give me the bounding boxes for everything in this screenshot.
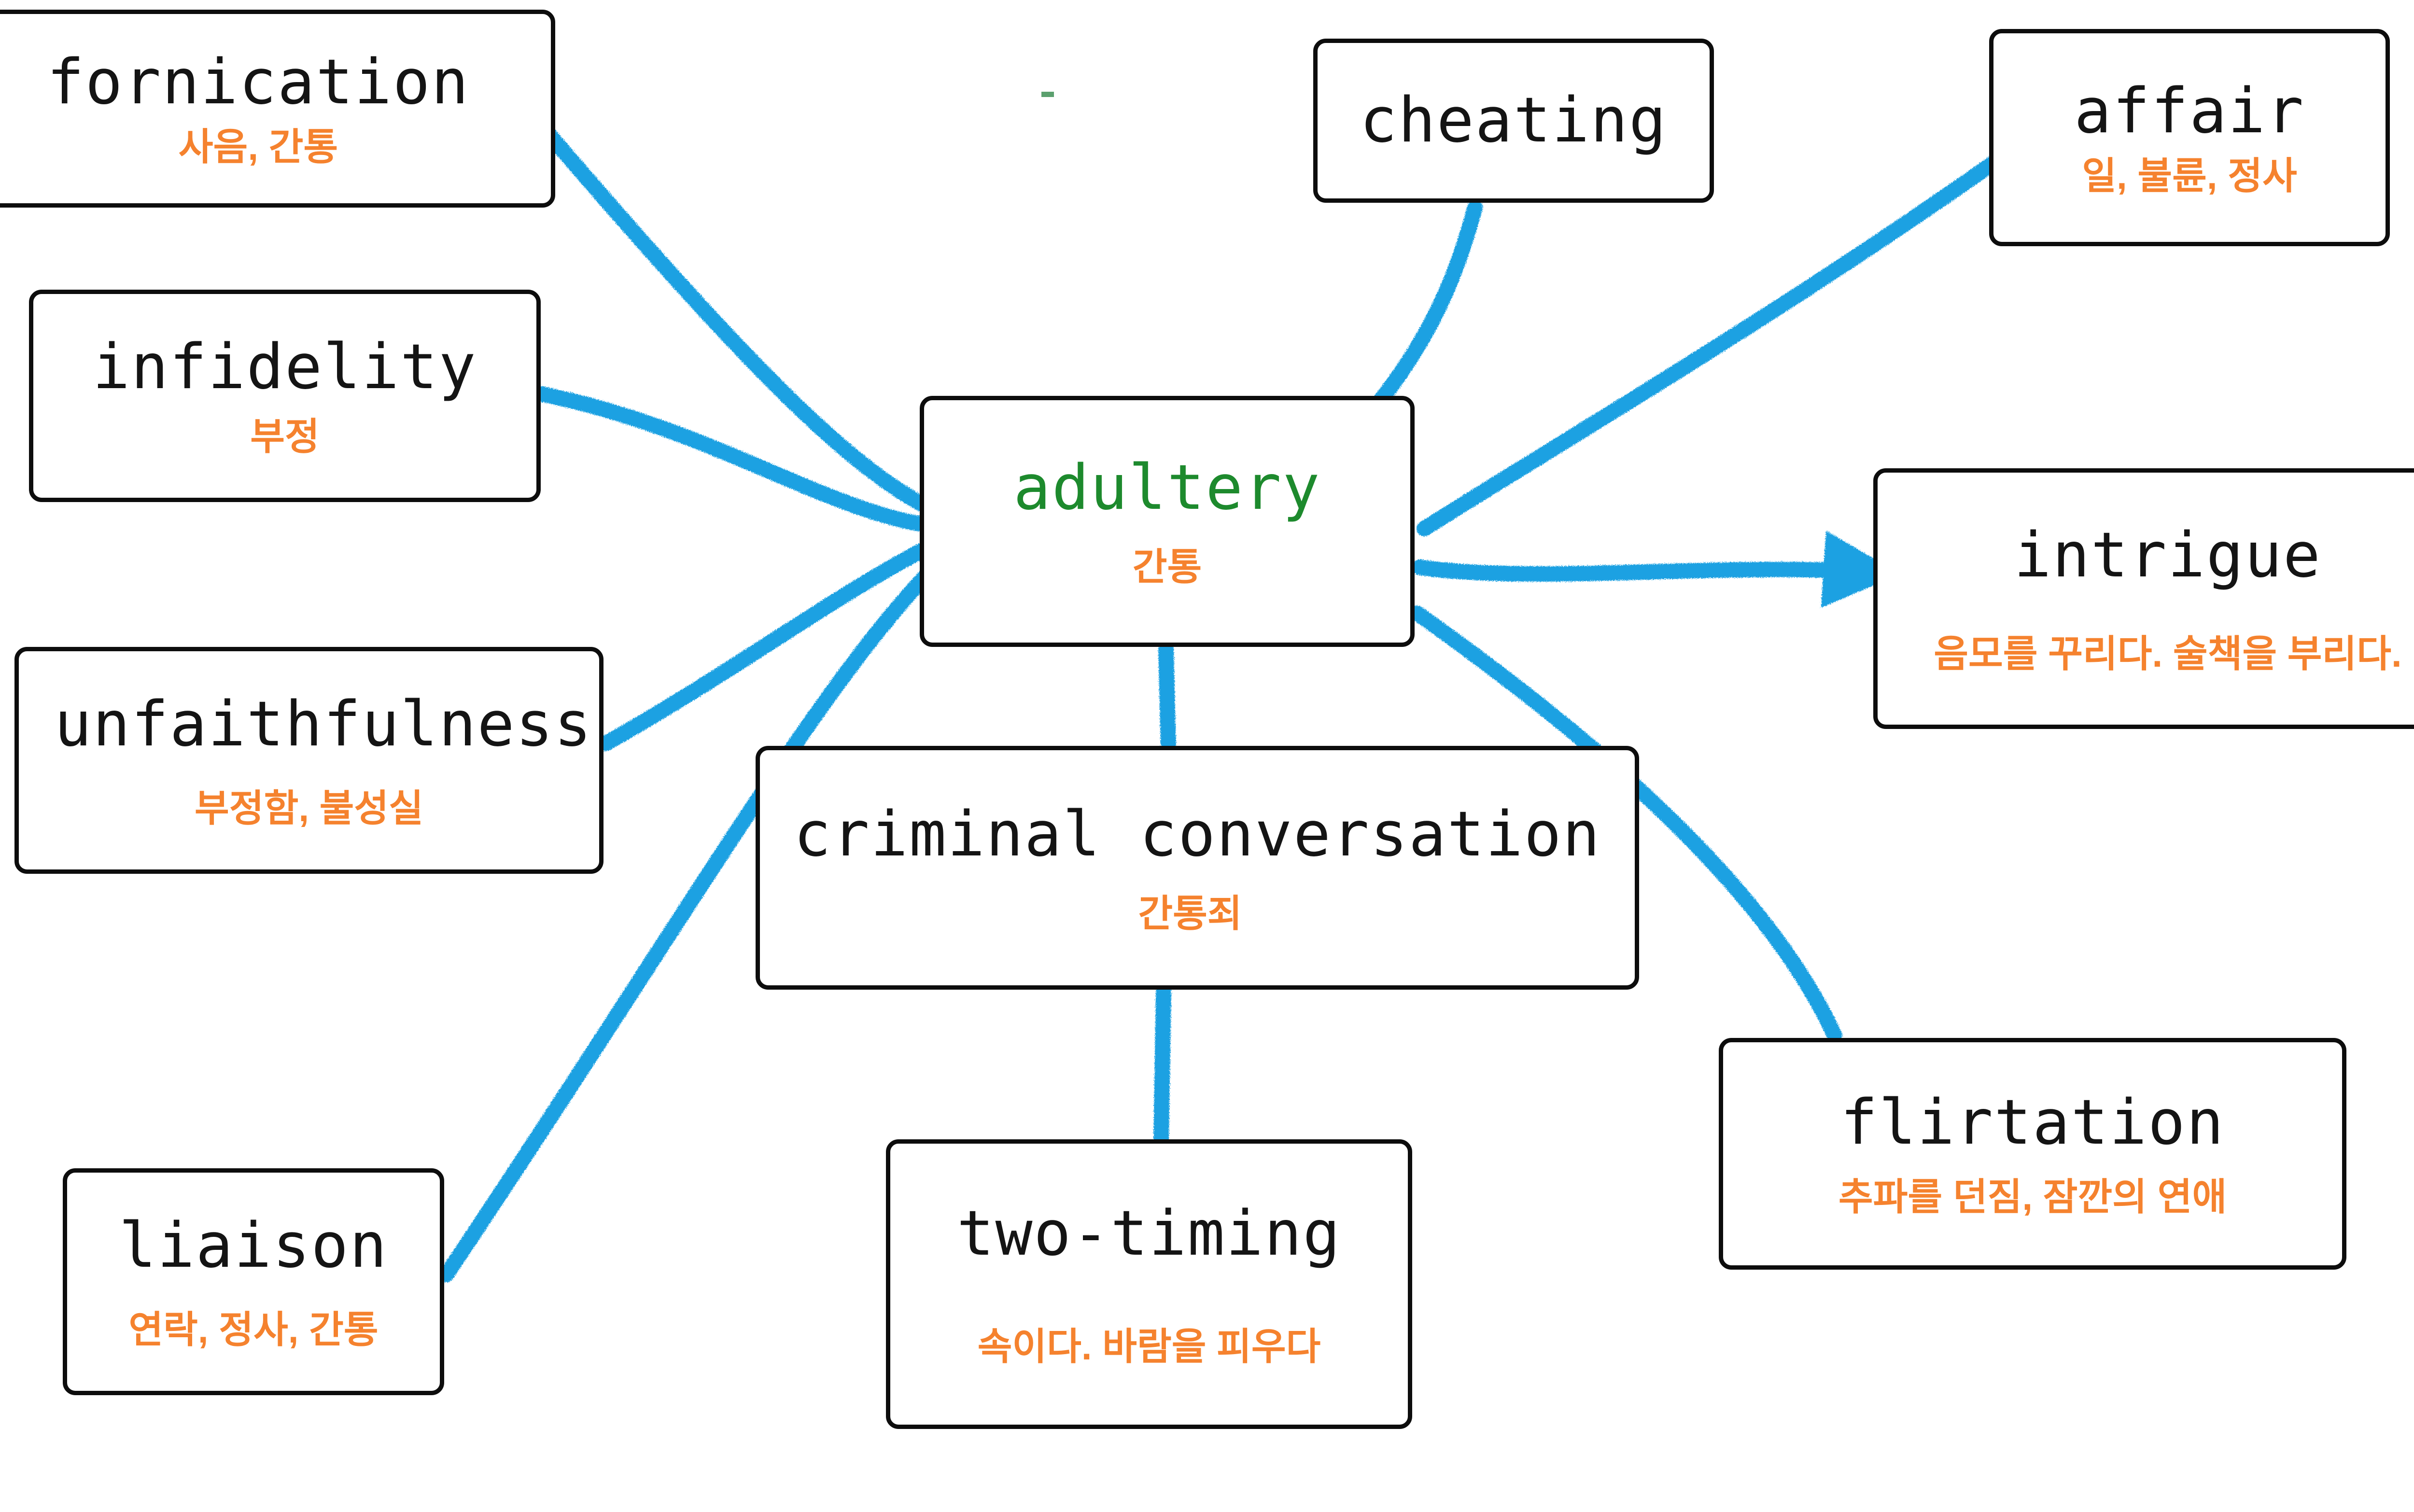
node-fornication[interactable]: fornication 사음, 간통 [0, 10, 555, 208]
node-adultery[interactable]: adultery 간통 [920, 396, 1415, 647]
node-fornication-ko: 사음, 간통 [178, 126, 338, 168]
node-affair-en: affair [2074, 75, 2305, 147]
node-unfaithfulness-ko: 부정함, 불성실 [195, 787, 423, 829]
node-unfaithfulness-en: unfaithfulness [54, 688, 593, 760]
node-flirtation[interactable]: flirtation 추파를 던짐, 잠깐의 연애 [1719, 1038, 2346, 1270]
edge-adultery-unfaithfulness [598, 543, 930, 751]
node-affair[interactable]: affair 일, 불륜, 정사 [1989, 29, 2390, 246]
edge-adultery-infidelity [531, 386, 927, 532]
edge-adultery-intrigue [1412, 531, 1901, 608]
node-liaison-en: liaison [119, 1210, 388, 1282]
node-criminal-conversation-en: criminal conversation [793, 798, 1601, 870]
edge-adultery-fornication [538, 123, 940, 517]
node-criminal-conversation-ko: 간통죄 [1138, 892, 1242, 935]
node-cheating[interactable]: cheating [1313, 39, 1714, 203]
edge-criminal-twotiming [1153, 984, 1171, 1149]
node-fornication-en: fornication [47, 46, 470, 118]
node-liaison-ko: 연락, 정사, 간통 [128, 1308, 379, 1351]
node-unfaithfulness[interactable]: unfaithfulness 부정함, 불성실 [14, 647, 604, 874]
node-two-timing[interactable]: two-timing 속이다. 바람을 피우다 [886, 1139, 1412, 1429]
node-infidelity-ko: 부정 [250, 415, 320, 458]
node-adultery-ko: 간통 [1132, 546, 1202, 588]
node-cheating-en: cheating [1360, 84, 1668, 156]
edge-adultery-cheating [1371, 200, 1483, 411]
node-two-timing-en: two-timing [956, 1198, 1342, 1270]
node-intrigue-ko: 음모를 꾸리다. 술책을 부리다. [1934, 632, 2402, 675]
node-intrigue[interactable]: intrigue 음모를 꾸리다. 술책을 부리다. [1873, 468, 2414, 729]
node-infidelity-en: infidelity [92, 331, 477, 403]
node-flirtation-en: flirtation [1840, 1087, 2225, 1159]
node-liaison[interactable]: liaison 연락, 정사, 간통 [63, 1168, 444, 1395]
edge-adultery-criminal [1158, 642, 1176, 754]
node-flirtation-ko: 추파를 던짐, 잠깐의 연애 [1838, 1176, 2227, 1218]
node-affair-ko: 일, 불륜, 정사 [2082, 154, 2297, 197]
node-criminal-conversation[interactable]: criminal conversation 간통죄 [756, 746, 1639, 990]
node-intrigue-en: intrigue [2014, 519, 2322, 591]
node-adultery-en: adultery [1013, 452, 1321, 524]
node-two-timing-ko: 속이다. 바람을 피우다 [977, 1325, 1321, 1368]
stray-mark [1041, 92, 1054, 97]
node-infidelity[interactable]: infidelity 부정 [29, 290, 541, 502]
